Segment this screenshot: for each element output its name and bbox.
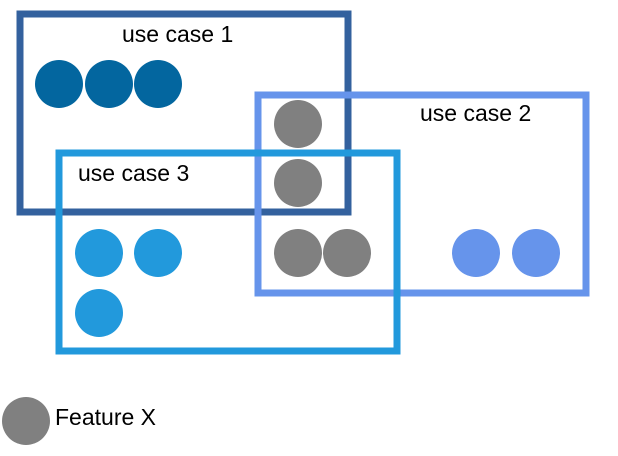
- use-case-1-box: [16, 10, 352, 216]
- feature-x-legend-label: Feature X: [55, 404, 156, 430]
- use-case-1-circle: [134, 60, 182, 108]
- use-case-3-circle: [75, 289, 123, 337]
- use-case-1-circles: [35, 60, 182, 108]
- use-case-1-label: use case 1: [122, 21, 233, 47]
- feature-x-legend-swatch: [2, 397, 50, 445]
- use-case-2-label: use case 2: [420, 100, 531, 126]
- use-case-3-label: use case 3: [78, 160, 189, 186]
- feature-x-circle-overlap-1-2-3: [274, 159, 322, 207]
- use-case-2-circle: [512, 229, 560, 277]
- feature-x-circle-overlap-2-3: [274, 229, 322, 277]
- use-case-2-circles: [452, 229, 560, 277]
- use-case-2-circle: [452, 229, 500, 277]
- legend: Feature X: [2, 397, 156, 445]
- use-case-3-box: [55, 149, 401, 355]
- use-case-1-circle: [85, 60, 133, 108]
- feature-x-circle-overlap-2-3: [323, 229, 371, 277]
- use-case-1-circle: [35, 60, 83, 108]
- use-case-3-circle: [75, 229, 123, 277]
- use-case-2-box: [254, 91, 590, 297]
- feature-x-circles: [274, 100, 371, 277]
- use-case-3-circle: [134, 229, 182, 277]
- use-case-3-circles: [75, 229, 182, 337]
- feature-x-circle-overlap-1-2: [274, 100, 322, 148]
